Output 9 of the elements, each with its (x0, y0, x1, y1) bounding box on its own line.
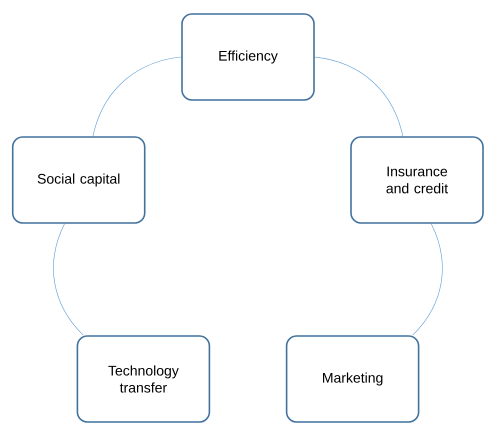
rounded-box: Social capital (12, 136, 146, 224)
connector-arc (412, 224, 443, 336)
rounded-box: Marketing (286, 335, 420, 423)
connector-arc (92, 56, 182, 136)
rounded-box: Technology transfer (76, 335, 210, 423)
rounded-box: Insurance and credit (350, 136, 484, 224)
connector-arc (53, 224, 84, 336)
connector-arc (314, 56, 404, 136)
rounded-box: Efficiency (181, 13, 315, 101)
